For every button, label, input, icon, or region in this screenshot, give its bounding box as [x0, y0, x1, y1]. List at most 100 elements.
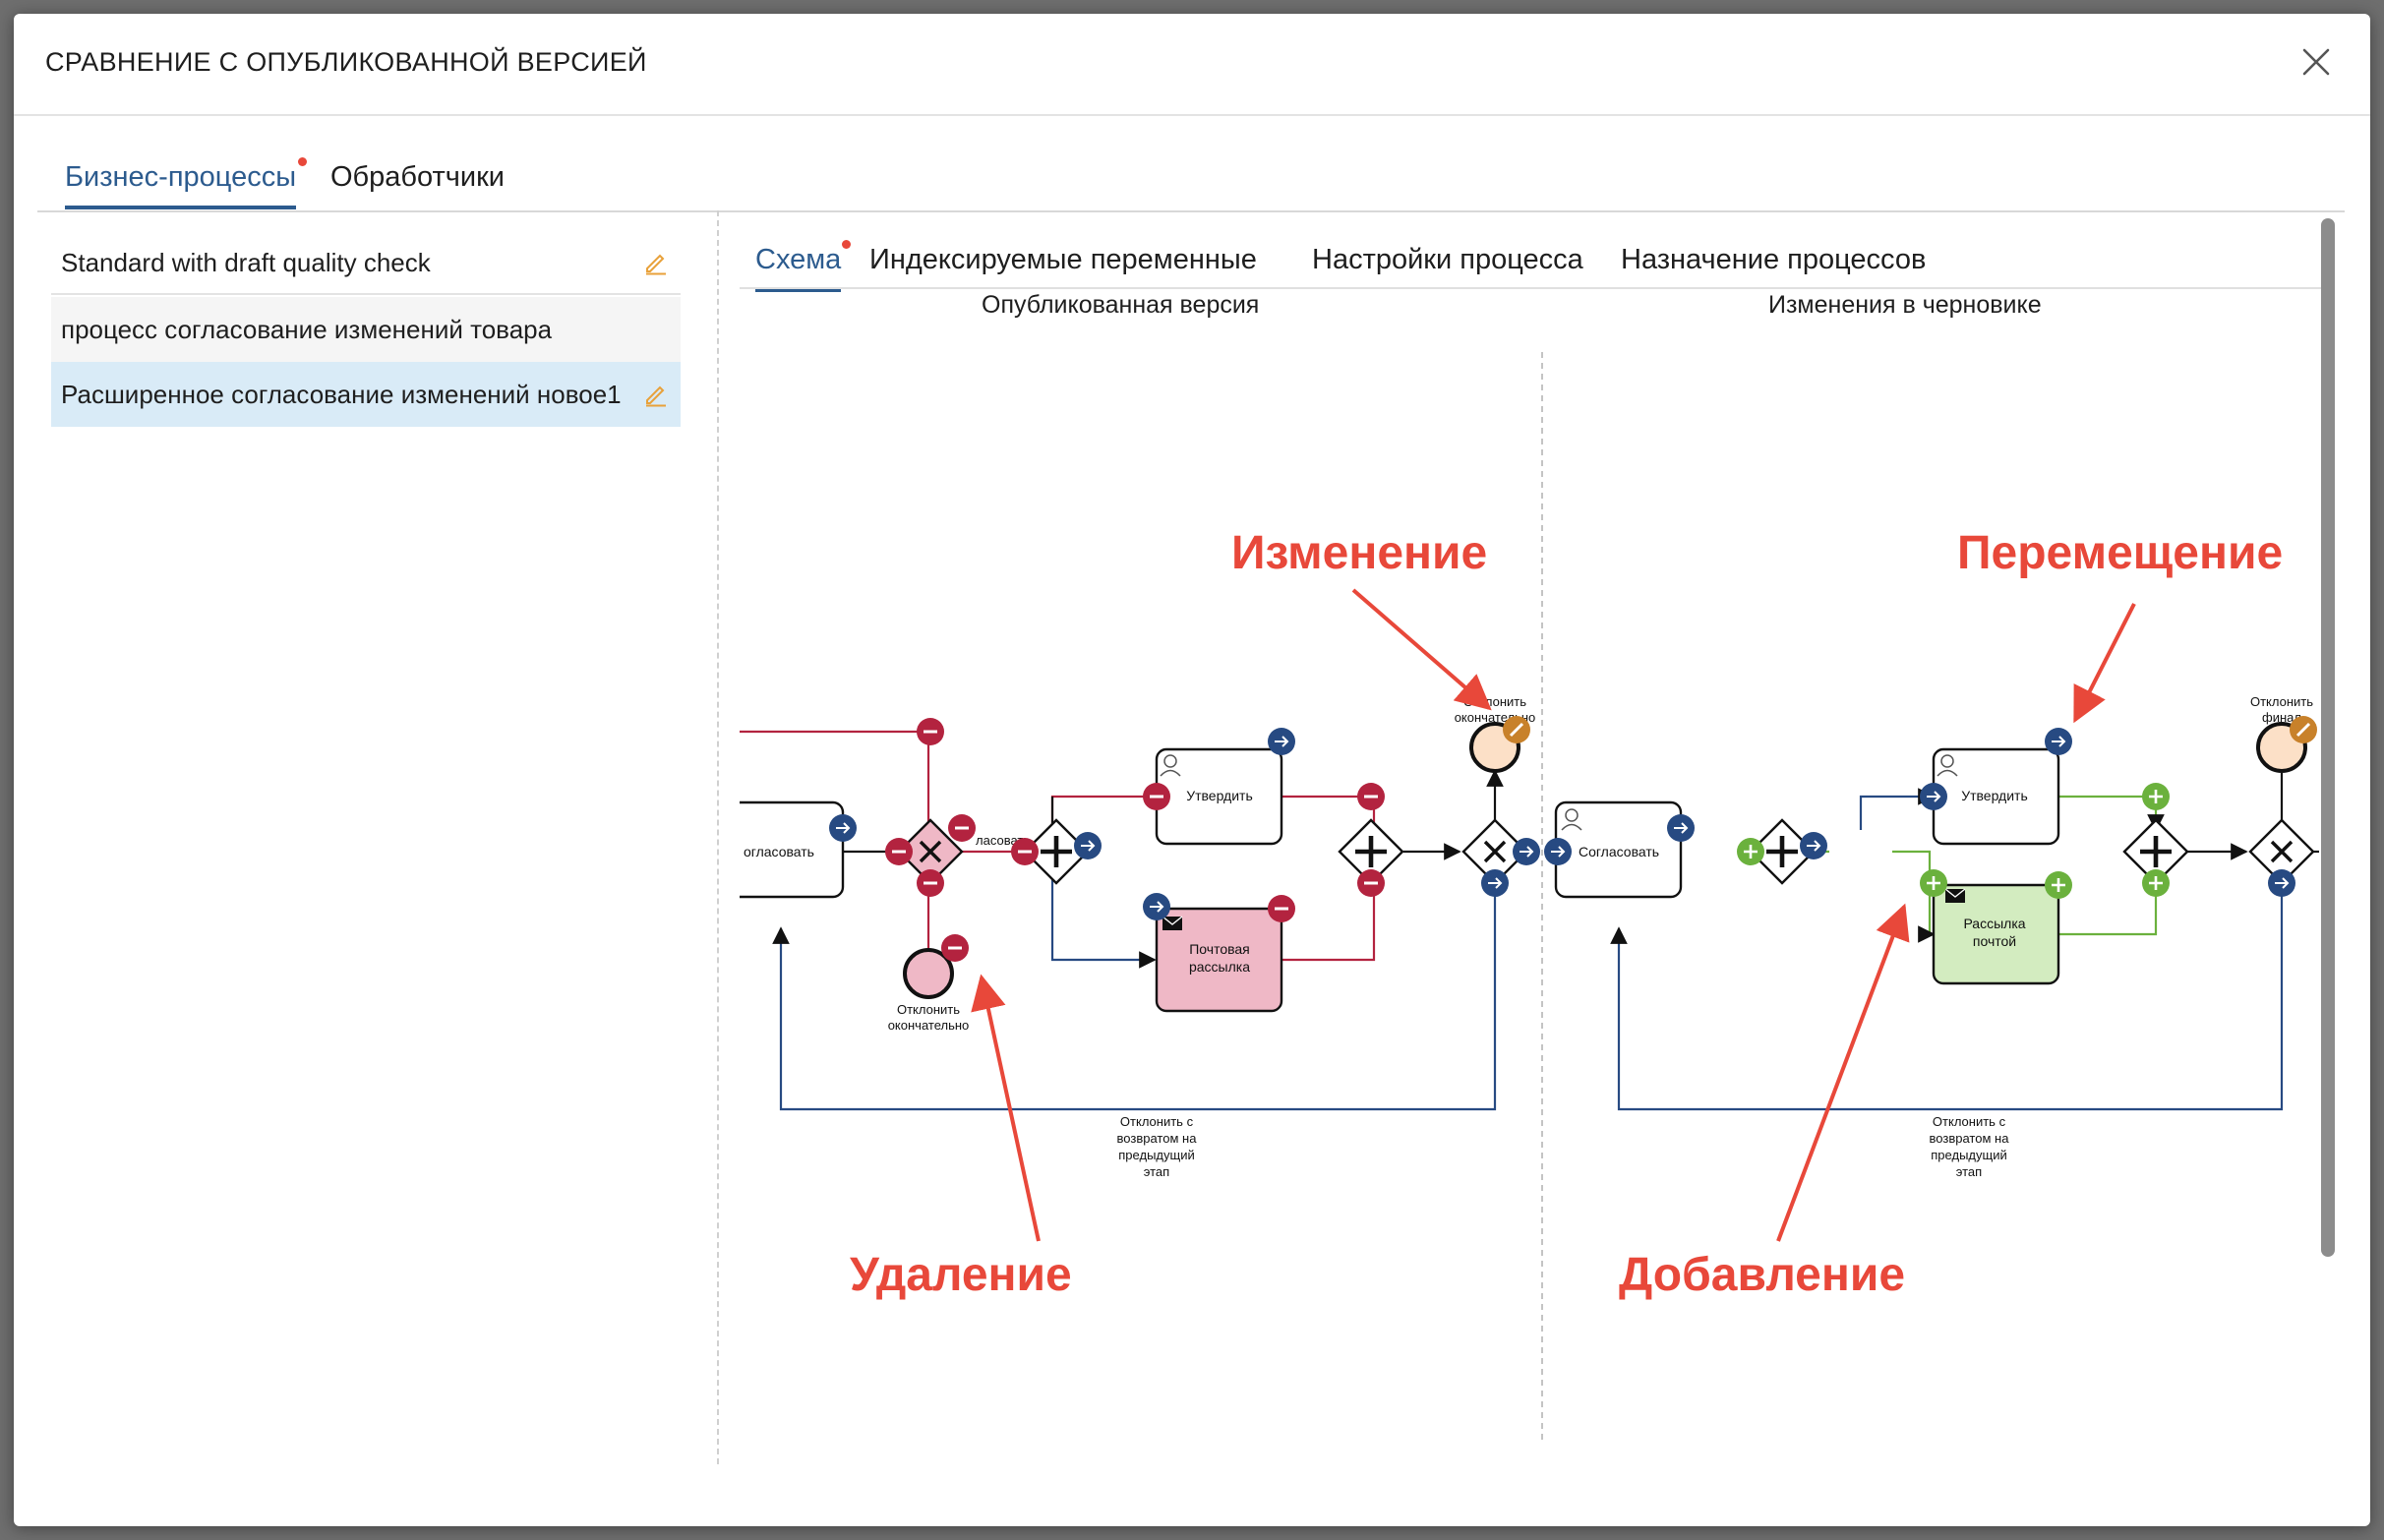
- process-item-selected[interactable]: Расширенное согласование изменений новое…: [51, 362, 681, 427]
- xor-icon: [1483, 840, 1507, 863]
- bpmn-diagram: огласовать ласовать Утвердить Почтовая: [740, 352, 2319, 1445]
- task-label: Утвердить: [1186, 788, 1253, 803]
- user-icon: [1160, 754, 1181, 777]
- moved-marker: [1143, 893, 1170, 920]
- moved-marker: [1268, 728, 1295, 755]
- added-marker: [1737, 838, 1764, 865]
- compare-dialog: СРАВНЕНИЕ С ОПУБЛИКОВАННОЙ ВЕРСИЕЙ Бизне…: [14, 14, 2370, 1526]
- task-pochtovaya-rassylka-deleted[interactable]: [1155, 907, 1283, 1013]
- process-label: Расширенное согласование изменений новое…: [61, 380, 622, 409]
- event-label: Отклонить: [2250, 694, 2313, 709]
- deleted-marker: [1357, 869, 1385, 897]
- annotation-arrow: [971, 974, 1041, 1242]
- moved-marker: [1513, 838, 1540, 865]
- moved-marker: [1920, 783, 1947, 810]
- tab-schema[interactable]: Схема: [755, 244, 842, 292]
- flow-label: Отклонить с: [1120, 1114, 1194, 1129]
- tab-handlers[interactable]: Обработчики: [330, 161, 505, 194]
- return-flow: [772, 874, 1497, 1111]
- deleted-marker: [917, 718, 944, 745]
- envelope-icon: [1162, 916, 1183, 930]
- pencil-icon[interactable]: [643, 250, 669, 275]
- added-markers: [1737, 783, 2170, 899]
- moved-marker: [2268, 869, 2295, 897]
- tab-process-settings[interactable]: Настройки процесса: [1312, 244, 1583, 276]
- moved-markers: [829, 728, 1540, 920]
- tab-indexed-variables[interactable]: Индексируемые переменные: [869, 244, 1257, 276]
- tab-label: Схема: [755, 244, 842, 275]
- deleted-marker: [1011, 838, 1039, 865]
- user-icon: [1937, 754, 1958, 777]
- changed-marker: [1503, 716, 1530, 743]
- annotation-change: Изменение: [1231, 527, 1487, 579]
- flow-label: этап: [1144, 1164, 1169, 1179]
- deleted-marker: [885, 838, 913, 865]
- added-flow: [2058, 883, 2158, 936]
- close-icon: [2302, 48, 2330, 76]
- dialog-title: СРАВНЕНИЕ С ОПУБЛИКОВАННОЙ ВЕРСИЕЙ: [45, 47, 647, 77]
- process-label: Standard with draft quality check: [61, 248, 431, 277]
- deleted-marker: [941, 934, 969, 962]
- dialog-header: СРАВНЕНИЕ С ОПУБЛИКОВАННОЙ ВЕРСИЕЙ: [14, 14, 2370, 116]
- tab-label: Назначение процессов: [1621, 244, 1927, 275]
- event-label: финал: [2262, 710, 2301, 725]
- pencil-icon[interactable]: [643, 382, 669, 407]
- plus-icon: [1766, 836, 1798, 867]
- moved-marker: [1074, 832, 1102, 859]
- moved-marker: [829, 814, 857, 842]
- task-rassylka-pochtoy-added[interactable]: [1932, 883, 2060, 985]
- tabs-divider: [37, 210, 2345, 212]
- changed-dot: [842, 240, 851, 249]
- task-label: огласовать: [744, 844, 814, 859]
- scrollbar[interactable]: [2321, 218, 2335, 1257]
- panel-divider: [717, 210, 719, 1464]
- annotation-delete: Удаление: [850, 1249, 1072, 1301]
- changed-marker: [2290, 716, 2317, 743]
- moved-marker: [1481, 869, 1509, 897]
- xor-icon: [2270, 840, 2294, 863]
- event-label: окончательно: [888, 1018, 970, 1033]
- process-label: процесс согласование изменений товара: [61, 315, 553, 344]
- sub-tabs-divider: [740, 287, 2325, 289]
- tab-label: Обработчики: [330, 161, 506, 193]
- annotation-add: Добавление: [1619, 1249, 1905, 1301]
- added-marker: [2142, 783, 2170, 810]
- task-label: Утвердить: [1961, 788, 2028, 803]
- changed-dot: [298, 157, 307, 166]
- annotation-move: Перемещение: [1957, 527, 2283, 579]
- added-marker: [1920, 869, 1947, 897]
- task-label: Рассылка: [1963, 916, 2025, 931]
- end-event-deleted[interactable]: [903, 948, 954, 999]
- plus-icon: [1041, 836, 1072, 867]
- flow-label: этап: [1956, 1164, 1982, 1179]
- task-soglasovat[interactable]: [740, 800, 845, 899]
- annotation-arrow: [1776, 903, 1910, 1242]
- moved-flow: [1859, 788, 1936, 830]
- tab-process-assignment[interactable]: Назначение процессов: [1621, 244, 1926, 276]
- flow-label: возвратом на: [1930, 1131, 2010, 1146]
- process-item[interactable]: Standard with draft quality check: [51, 230, 681, 295]
- added-marker: [2142, 869, 2170, 897]
- flow-label: возвратом на: [1117, 1131, 1198, 1146]
- flow-label: предыдущий: [1931, 1148, 2006, 1162]
- task-label: Согласовать: [1579, 844, 1659, 859]
- tab-label: Настройки процесса: [1312, 244, 1583, 275]
- annotation-arrow: [1351, 588, 1492, 711]
- deleted-marker: [1143, 783, 1170, 810]
- moved-marker: [1544, 838, 1572, 865]
- moved-marker: [1800, 832, 1827, 859]
- annotation-arrow: [2073, 603, 2136, 724]
- tab-business-processes[interactable]: Бизнес-процессы: [65, 161, 297, 209]
- process-item[interactable]: процесс согласование изменений товара: [51, 297, 681, 362]
- deleted-marker: [1268, 895, 1295, 922]
- moved-markers: [1544, 728, 2295, 897]
- deleted-flow: [1050, 795, 1157, 830]
- user-icon: [1561, 808, 1582, 831]
- annotations: Изменение Перемещение Удаление Добавлени…: [850, 527, 2283, 1301]
- deleted-marker: [1357, 783, 1385, 810]
- close-button[interactable]: [2292, 37, 2341, 87]
- added-flow: [2058, 795, 2165, 832]
- deleted-flow: [1281, 883, 1376, 962]
- tab-label: Бизнес-процессы: [65, 161, 297, 193]
- task-label: Почтовая: [1189, 941, 1250, 957]
